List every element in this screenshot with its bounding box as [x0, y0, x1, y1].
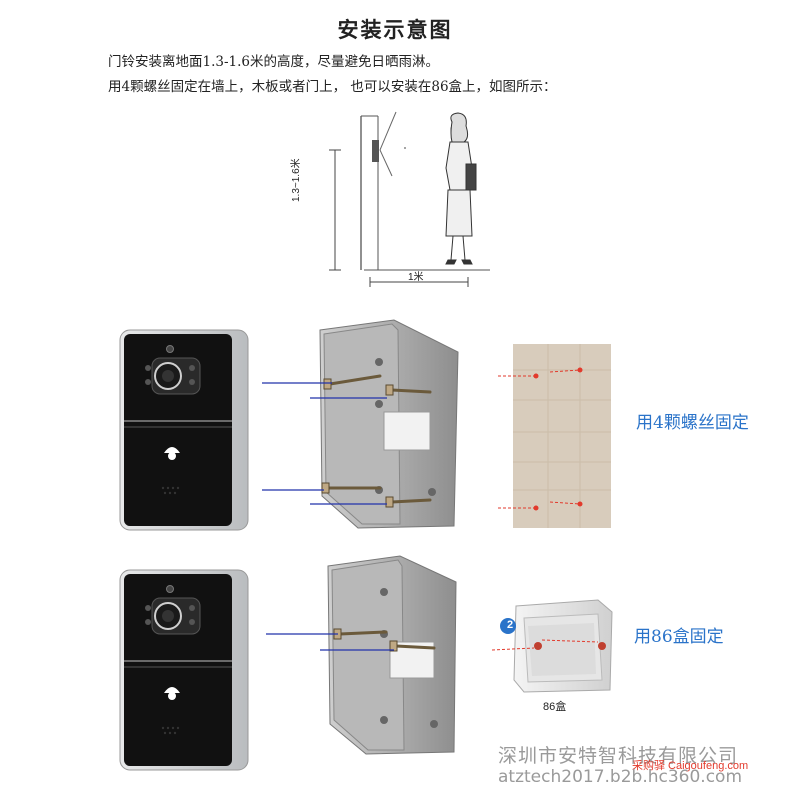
- height-label: 1.3~1.6米: [291, 158, 302, 202]
- doorbell-device-front-2: [119, 569, 249, 771]
- mounting-bracket-2: [266, 555, 457, 755]
- mounting-bracket: [262, 319, 459, 529]
- wall-panel: [498, 344, 611, 528]
- step-badge: 2: [506, 619, 514, 631]
- instruction-line-2: 用4颗螺丝固定在墙上，木板或者门上， 也可以安装在86盒上，如图所示：: [108, 79, 557, 95]
- height-diagram: [329, 111, 490, 287]
- company-website: atztech2017.b2b.hc360.com: [498, 767, 743, 787]
- junction-box-86: [491, 599, 613, 693]
- watermark: 采购驿 Caigoufeng.com: [632, 760, 749, 772]
- page-title: 安装示意图: [337, 18, 453, 42]
- company-name: 深圳市安特智科技有限公司: [498, 745, 739, 767]
- doorbell-device-front: [119, 329, 249, 531]
- distance-label: 1米: [408, 272, 424, 283]
- method2-caption: 用86盒固定: [634, 627, 724, 647]
- junction-box-label: 86盒: [543, 701, 567, 713]
- instruction-line-1: 门铃安装离地面1.3-1.6米的高度，尽量避免日晒雨淋。: [108, 54, 439, 70]
- method1-caption: 用4颗螺丝固定: [636, 413, 749, 433]
